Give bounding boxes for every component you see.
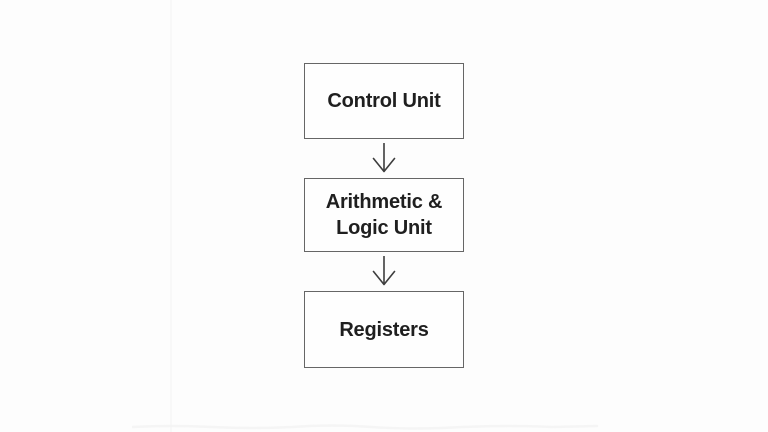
node-arithmetic-logic-unit: Arithmetic & Logic Unit (304, 178, 464, 252)
node-label: Registers (339, 318, 429, 341)
node-label: Control Unit (327, 90, 441, 112)
left-seam-artifact (170, 0, 172, 432)
bottom-smudge-artifact (132, 424, 599, 430)
node-registers: Registers (304, 291, 464, 368)
node-control-unit: Control Unit (304, 63, 464, 139)
arrow-down-icon (372, 143, 396, 173)
node-label: Arithmetic & Logic Unit (325, 191, 443, 239)
arrow-down-icon (372, 256, 396, 286)
cpu-flow-diagram: Control Unit Arithmetic & Logic Unit Reg… (304, 63, 464, 368)
